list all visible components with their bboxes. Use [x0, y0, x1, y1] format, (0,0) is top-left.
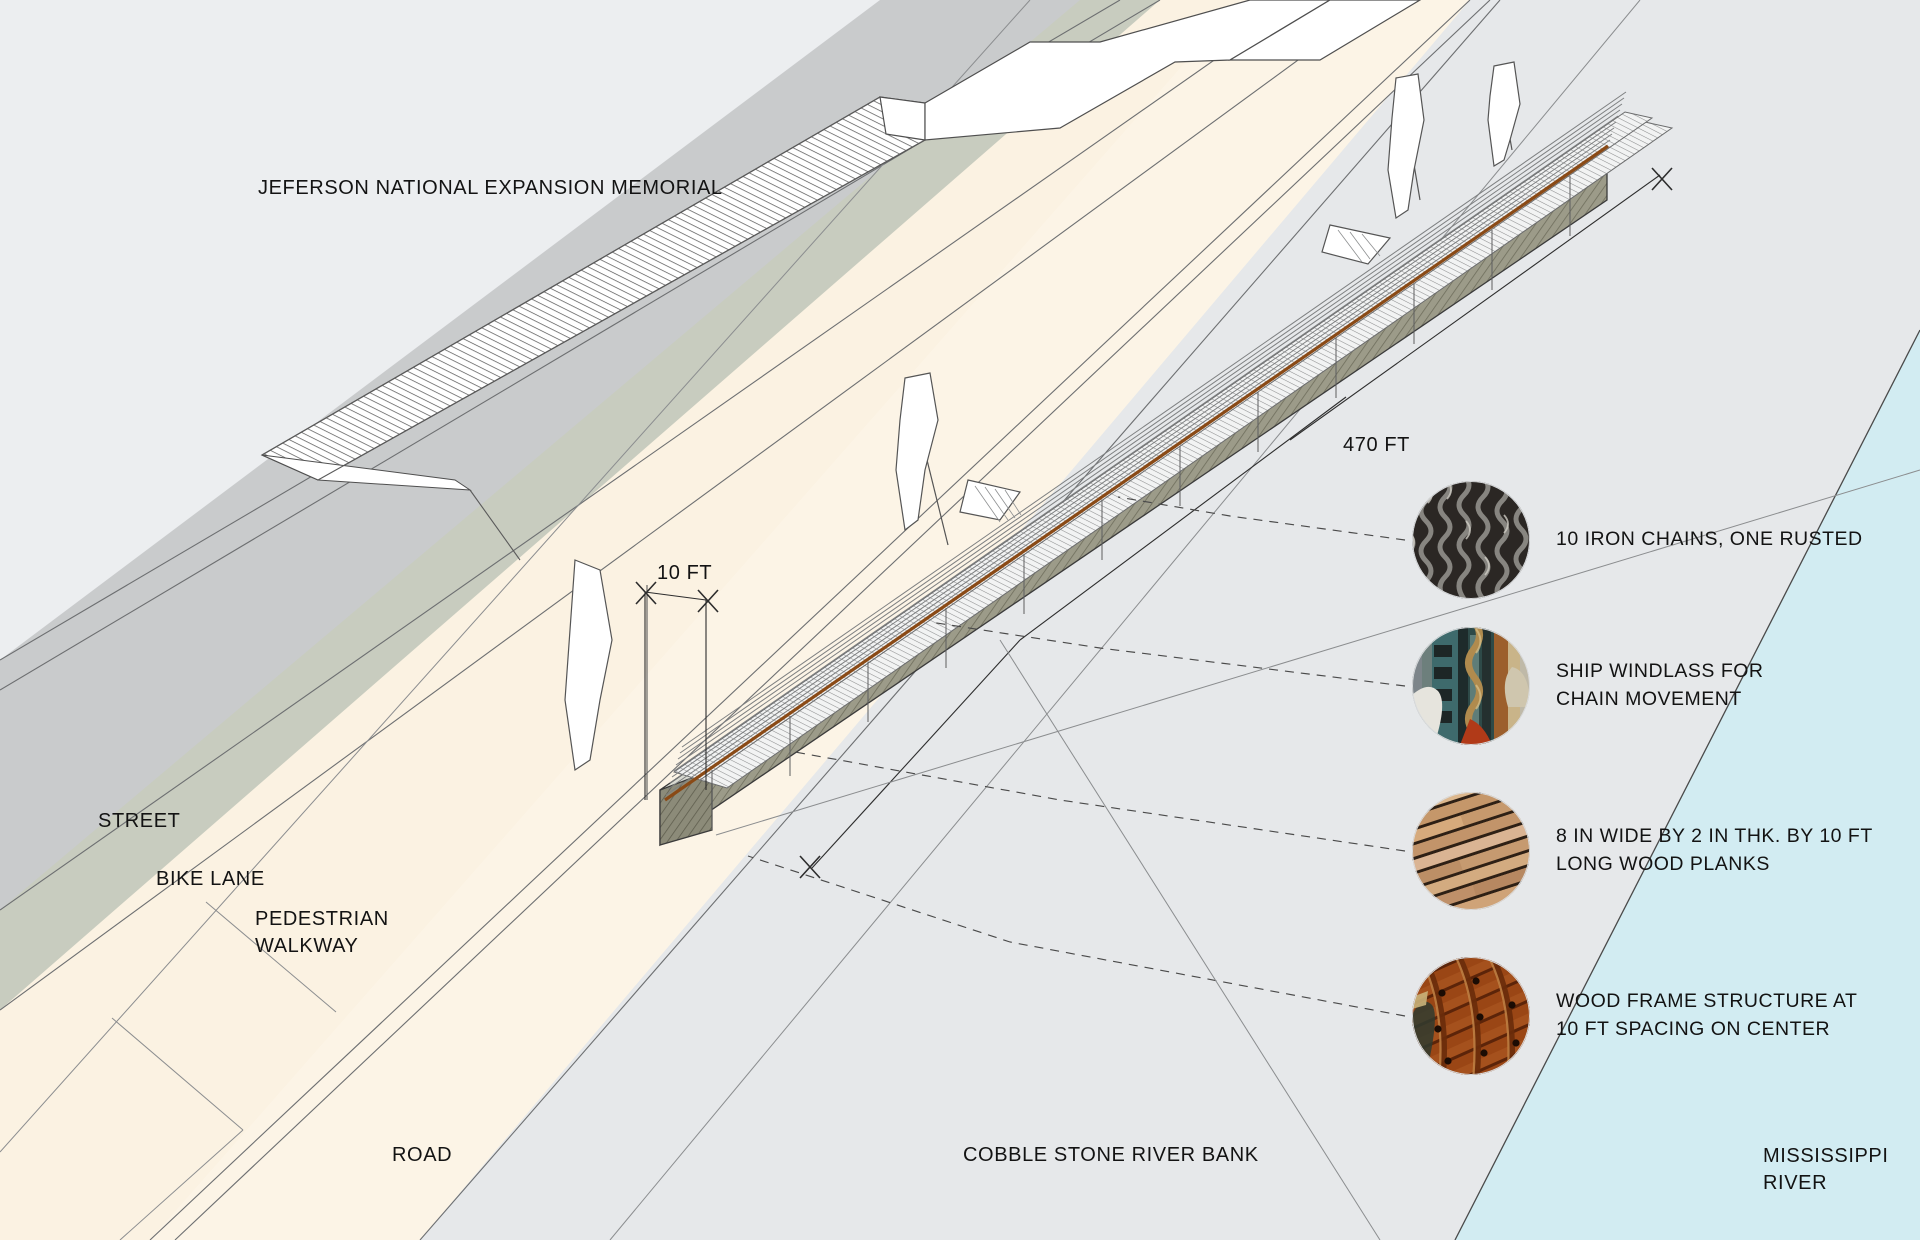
leader-wood-planks: [794, 751, 1406, 852]
callout-wood-planks-text: 8 IN WIDE BY 2 IN THK. BY 10 FT LONG WOO…: [1556, 825, 1873, 875]
callout-leaders: [747, 496, 1406, 1017]
label-pedestrian-walkway: PEDESTRIAN WALKWAY: [255, 908, 389, 957]
light-pole-far-b: [1487, 61, 1521, 167]
light-pole-near: [895, 372, 1022, 546]
memorial-wall-upper: [924, 0, 1422, 141]
wood-frame-photo: [1412, 957, 1530, 1075]
rusted-chain: [664, 144, 1609, 802]
callout-iron-chains-text: 10 IRON CHAINS, ONE RUSTED: [1556, 528, 1863, 551]
callout-wood-planks[interactable]: 8 IN WIDE BY 2 IN THK. BY 10 FT LONG WOO…: [1412, 792, 1873, 910]
river-edge-line: [1454, 329, 1920, 1240]
leader-iron-chains: [1117, 496, 1406, 541]
width-dimension-line: [635, 581, 719, 800]
label-mississippi-river: MISSISSIPPI RIVER: [1763, 1145, 1889, 1194]
label-cobble-stone-river-bank: COBBLE STONE RIVER BANK: [963, 1144, 1259, 1166]
chain-bundle: [665, 91, 1627, 796]
label-memorial: JEFERSON NATIONAL EXPANSION MEMORIAL: [258, 177, 723, 199]
length-dimension-line: [799, 167, 1673, 879]
dimension-10-ft: 10 FT: [657, 562, 713, 584]
callout-wood-frame-text: WOOD FRAME STRUCTURE AT 10 FT SPACING ON…: [1556, 990, 1858, 1040]
memorial-pylon-left: [564, 559, 613, 772]
callout-wood-frame[interactable]: WOOD FRAME STRUCTURE AT 10 FT SPACING ON…: [1412, 957, 1857, 1075]
bank-guide-lines: [715, 469, 1920, 1240]
memorial-edge-lines: [261, 96, 926, 561]
label-bike-lane: BIKE LANE: [156, 868, 265, 890]
cobble-bank-overlay: [420, 0, 1920, 1240]
floating-pier-structure: [659, 91, 1674, 847]
label-road: ROAD: [392, 1144, 453, 1166]
pavement-joint-lines: [0, 0, 1641, 1240]
iron-chains-photo: [1412, 481, 1530, 599]
wood-frame-ribs: [711, 176, 1571, 830]
callout-ship-windlass[interactable]: SHIP WINDLASS FOR CHAIN MOVEMENT: [1412, 627, 1764, 745]
callout-iron-chains[interactable]: 10 IRON CHAINS, ONE RUSTED: [1412, 481, 1863, 599]
wood-planks-photo: [1412, 792, 1530, 910]
dimension-470-ft: 470 FT: [1343, 434, 1410, 456]
leader-ship-windlass: [929, 621, 1406, 687]
leader-wood-frame: [747, 855, 1406, 1017]
callout-ship-windlass-text: SHIP WINDLASS FOR CHAIN MOVEMENT: [1556, 660, 1764, 710]
light-pole-far-a: [1321, 73, 1425, 265]
label-street: STREET: [98, 810, 181, 832]
ship-windlass-photo: [1412, 627, 1530, 745]
